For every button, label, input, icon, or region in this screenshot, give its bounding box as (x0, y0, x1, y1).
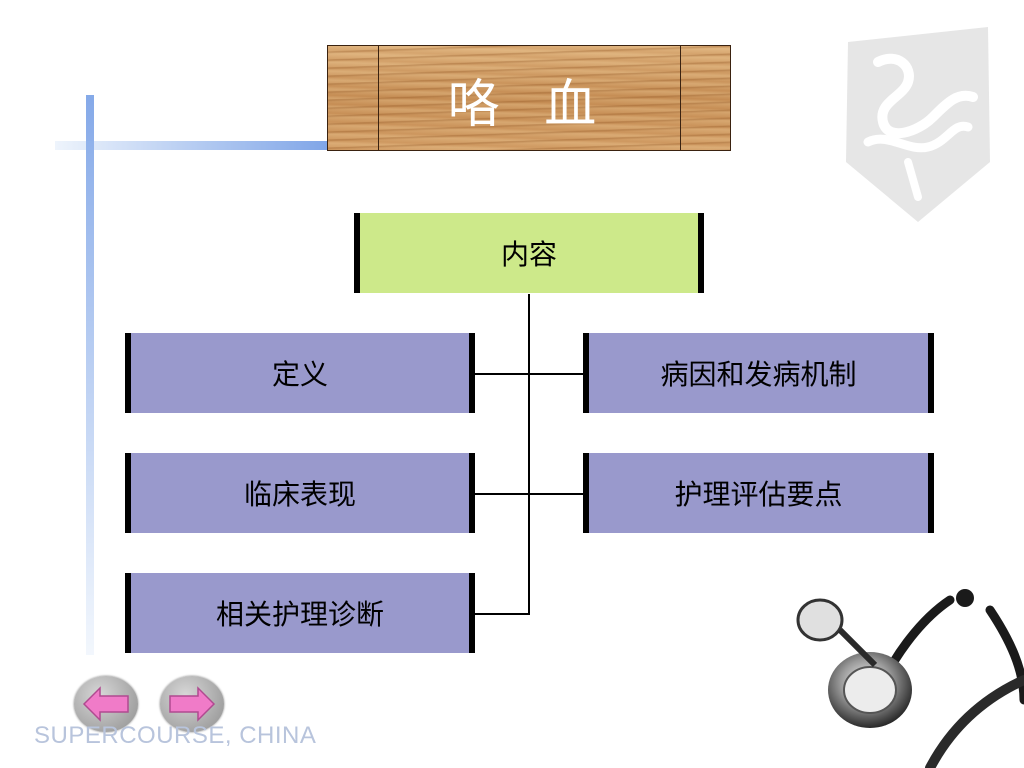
node-nursing-diagnosis: 相关护理诊断 (125, 573, 475, 653)
decorative-vertical-line (86, 95, 94, 655)
node-label: 护理评估要点 (674, 478, 843, 511)
node-root: 内容 (354, 213, 704, 293)
node-label: 定义 (271, 358, 328, 391)
title-banner: 咯 血 (327, 45, 731, 151)
connector-row-1 (474, 373, 586, 375)
arrow-right-icon (169, 686, 216, 722)
connector-row-3 (474, 613, 530, 615)
seal-watermark (846, 27, 990, 222)
node-label: 相关护理诊断 (215, 598, 384, 631)
arrow-left-icon (82, 686, 129, 722)
node-clinical-manifestations: 临床表现 (125, 453, 475, 533)
connector-row-2 (474, 493, 586, 495)
slide-title: 咯 血 (447, 75, 611, 135)
footer-brand: SUPERCOURSE, CHINA (34, 722, 317, 749)
node-assessment: 护理评估要点 (583, 453, 934, 533)
node-definition: 定义 (125, 333, 475, 413)
node-root-label: 内容 (500, 238, 557, 271)
stethoscope-image (796, 589, 1024, 768)
prev-slide-button[interactable] (74, 676, 138, 732)
connector-trunk (528, 294, 530, 614)
banner-divider (680, 46, 681, 150)
node-label: 病因和发病机制 (660, 358, 857, 391)
decorative-horizontal-line (55, 141, 330, 150)
next-slide-button[interactable] (160, 676, 224, 732)
node-label: 临床表现 (243, 478, 356, 511)
banner-divider (378, 46, 379, 150)
node-etiology: 病因和发病机制 (583, 333, 934, 413)
